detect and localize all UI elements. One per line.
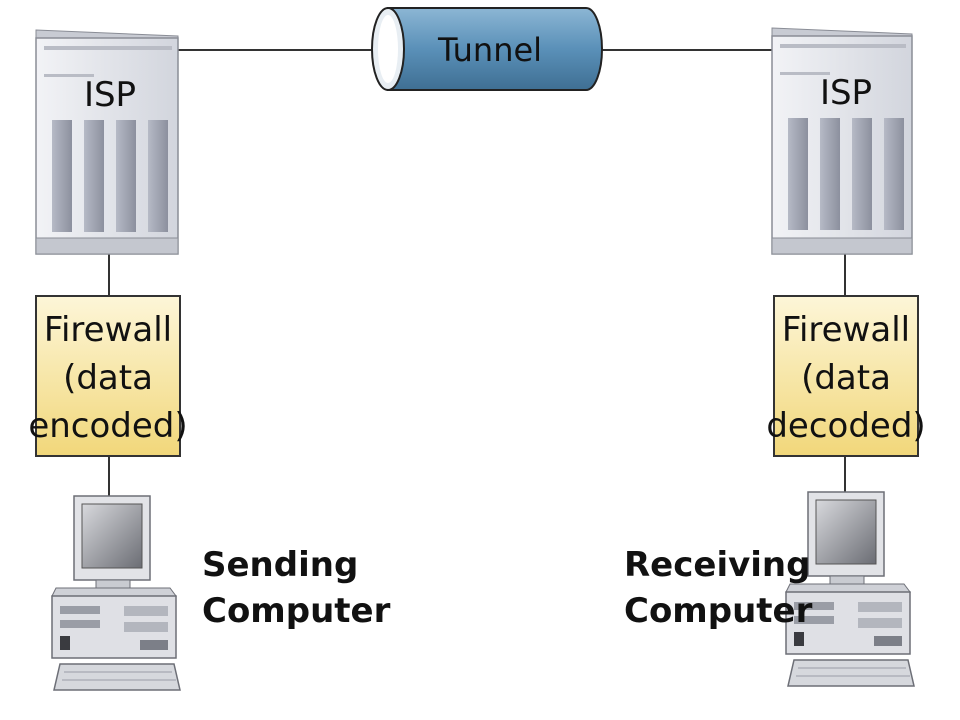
left-computer-label-line-2: Computer	[202, 591, 391, 631]
left-firewall-line-3: encoded)	[28, 406, 187, 446]
left-isp-label: ISP	[84, 75, 136, 115]
left-computer-label-line-1: Sending	[202, 545, 358, 585]
right-computer-label-line-1: Receiving	[624, 545, 810, 585]
tunnel-label: Tunnel	[437, 31, 542, 69]
right-receiving-computer: Receiving Computer	[624, 491, 915, 687]
right-firewall-line-2: (data	[801, 358, 891, 398]
right-firewall-box: Firewall (data decoded)	[766, 295, 926, 457]
left-sending-computer: Sending Computer	[51, 495, 391, 691]
right-firewall-line-3: decoded)	[766, 406, 925, 446]
left-firewall-line-1: Firewall	[44, 310, 172, 350]
tunnel-pipe-icon: Tunnel	[371, 7, 603, 91]
right-isp-label: ISP	[820, 73, 872, 113]
desktop-computer-icon	[785, 491, 915, 687]
right-computer-label-line-2: Computer	[624, 591, 813, 631]
isp-server-icon	[771, 27, 913, 255]
left-isp-server: ISP	[35, 29, 179, 255]
right-isp-server: ISP	[771, 27, 913, 255]
isp-server-icon	[35, 29, 179, 255]
left-firewall-line-2: (data	[63, 358, 153, 398]
desktop-computer-icon	[51, 495, 181, 691]
left-firewall-box: Firewall (data encoded)	[28, 295, 188, 457]
right-firewall-line-1: Firewall	[782, 310, 910, 350]
connector-lines	[108, 49, 846, 496]
